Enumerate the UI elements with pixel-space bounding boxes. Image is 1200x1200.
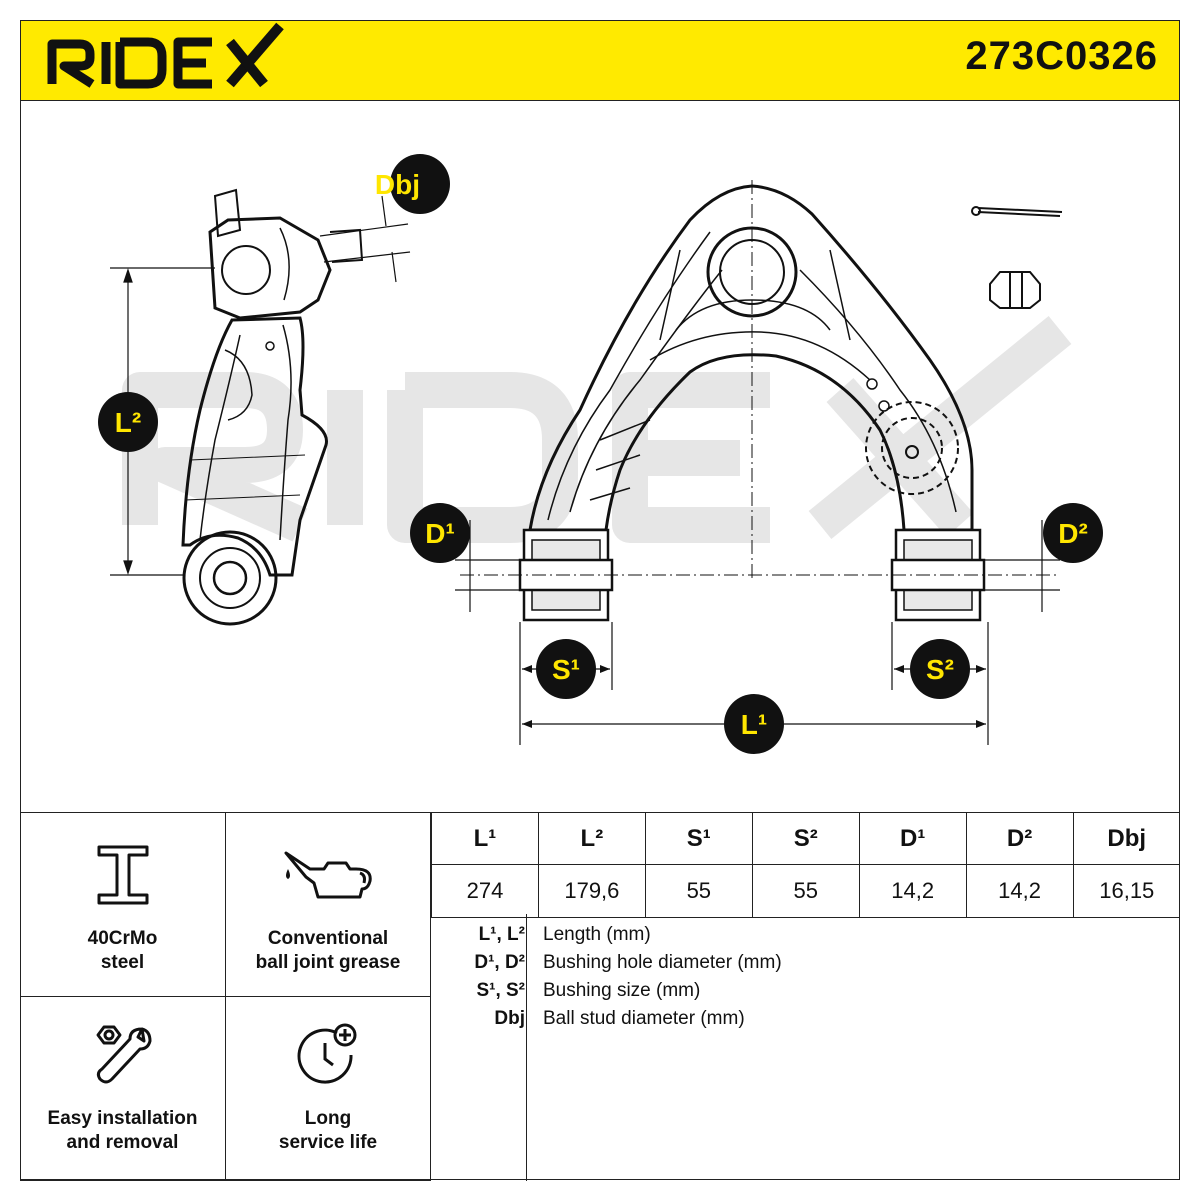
legend: L¹, L² Length (mm) D¹, D² Bushing hole d… — [431, 914, 1180, 1181]
feature-installation-line1: Easy installation — [47, 1108, 198, 1129]
technical-drawing: Dbj L² D¹ D² S¹ S² L¹ — [98, 154, 1103, 754]
legend-key: Dbj — [494, 1008, 525, 1029]
badge-s2-text: S² — [926, 654, 954, 685]
feature-material-line1: 40CrMo — [87, 928, 158, 949]
legend-text: Length (mm) — [543, 924, 651, 945]
info-grid: 40CrMo steel Conventional ball joint gre… — [20, 812, 1180, 1181]
badge-l2-text: L² — [115, 407, 141, 438]
page-frame — [20, 20, 1180, 1180]
badge-l1: L¹ — [724, 694, 784, 754]
feature-grease: Conventional ball joint grease — [226, 813, 431, 997]
spec-header-d2: D² — [965, 813, 1074, 865]
legend-row: S¹, S² Bushing size (mm) — [431, 980, 1180, 1008]
clock-plus-icon — [297, 1023, 357, 1084]
spec-value-s1: 55 — [644, 864, 753, 918]
specs-header-row: L¹ L² S¹ S² D¹ D² Dbj — [431, 813, 1180, 865]
legend-key: S¹, S² — [476, 980, 525, 1001]
legend-divider — [526, 914, 527, 1181]
legend-text: Bushing size (mm) — [543, 980, 701, 1001]
feature-material-line2: steel — [100, 952, 145, 973]
feature-service-life: Long service life — [226, 997, 431, 1181]
spec-value-s2: 55 — [751, 864, 860, 918]
legend-key: D¹, D² — [474, 952, 525, 973]
feature-installation: Easy installation and removal — [20, 997, 226, 1181]
feature-material: 40CrMo steel — [20, 813, 226, 997]
header-bar: 273C0326 — [20, 20, 1180, 101]
legend-row: L¹, L² Length (mm) — [431, 924, 1180, 952]
legend-text: Ball stud diameter (mm) — [543, 1008, 745, 1029]
badge-s1-text: S¹ — [552, 654, 580, 685]
badge-d1-text: D¹ — [425, 518, 455, 549]
castle-nut — [989, 271, 1041, 309]
steel-beam-icon — [97, 845, 148, 905]
side-bushing-outer — [182, 530, 278, 626]
spec-value-dbj: 16,15 — [1072, 864, 1180, 918]
watermark-logo — [122, 316, 1072, 543]
feature-grease-line2: ball joint grease — [255, 952, 401, 973]
side-view-arm — [181, 316, 328, 577]
part-number: 273C0326 — [965, 34, 1158, 78]
badge-l1-text: L¹ — [741, 709, 767, 740]
badge-dbj-text: Dbj — [375, 169, 420, 200]
cotter-pin — [971, 206, 1063, 217]
specs-table: L¹ L² S¹ S² D¹ D² Dbj 274 179,6 55 55 14… — [431, 813, 1180, 918]
spec-value-l2: 179,6 — [537, 864, 646, 918]
specs-value-row: 274 179,6 55 55 14,2 14,2 16,15 — [431, 864, 1180, 918]
badge-l2: L² — [98, 392, 158, 452]
feature-service-life-line2: service life — [278, 1132, 378, 1153]
badge-d2: D² — [1043, 503, 1103, 563]
badge-dbj: Dbj — [375, 154, 450, 214]
spec-value-d2: 14,2 — [965, 864, 1074, 918]
legend-key: L¹, L² — [478, 924, 525, 945]
badge-d2-text: D² — [1058, 518, 1088, 549]
feature-service-life-line1: Long — [304, 1108, 352, 1129]
legend-row: D¹, D² Bushing hole diameter (mm) — [431, 952, 1180, 980]
dimension-dbj — [319, 195, 411, 283]
front-view-arm — [528, 184, 974, 532]
spec-header-s1: S¹ — [644, 813, 753, 865]
legend-text: Bushing hole diameter (mm) — [543, 952, 782, 973]
feature-installation-line2: and removal — [66, 1132, 179, 1153]
side-ball-joint — [208, 216, 332, 320]
spec-header-d1: D¹ — [858, 813, 967, 865]
badge-d1: D¹ — [410, 503, 470, 563]
wrench-nut-icon — [96, 1025, 151, 1084]
badge-s2: S² — [910, 639, 970, 699]
legend-row: Dbj Ball stud diameter (mm) — [431, 1008, 1180, 1036]
feature-grease-line1: Conventional — [267, 928, 389, 949]
spec-value-d1: 14,2 — [858, 864, 967, 918]
badge-s1: S¹ — [536, 639, 596, 699]
spec-header-l2: L² — [537, 813, 646, 865]
brand-logo — [47, 22, 284, 89]
spec-value-l1: 274 — [431, 864, 539, 918]
oil-can-icon — [284, 851, 372, 899]
